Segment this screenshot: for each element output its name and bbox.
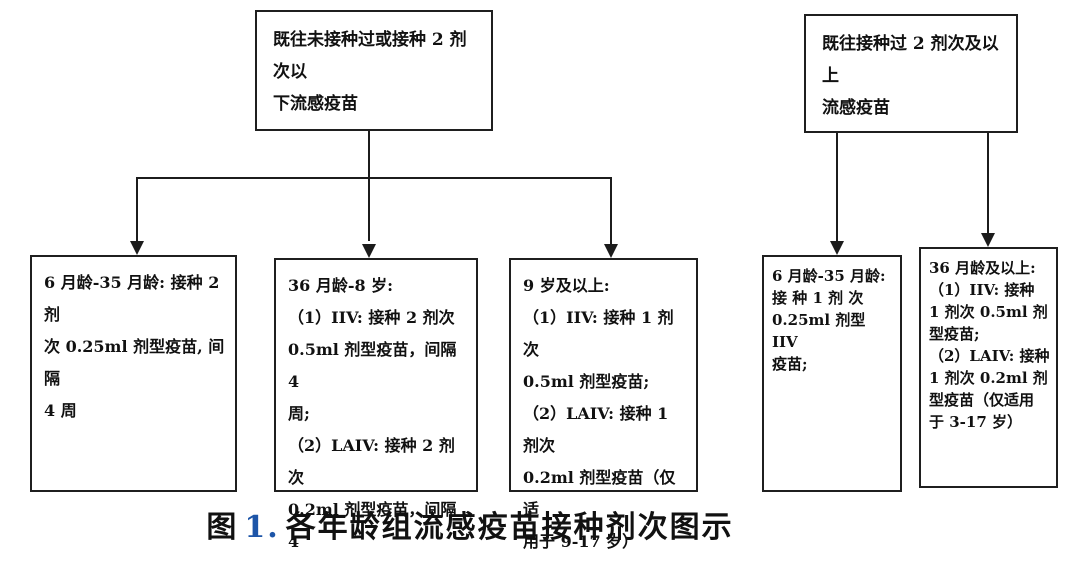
connector-stem-left-parent	[368, 131, 370, 241]
node-age-36m-plus: 36 月龄及以上: （1）IIV: 接种 1 剂次 0.5ml 剂 型疫苗; （…	[919, 247, 1058, 488]
node-text: 6 月龄-35 月龄: 接种 2 剂 次 0.25ml 剂型疫苗, 间隔 4 周	[44, 273, 225, 420]
caption-label: 图	[206, 510, 239, 545]
arrow-down-icon	[362, 244, 376, 258]
node-text: 36 月龄及以上: （1）IIV: 接种 1 剂次 0.5ml 剂 型疫苗; （…	[929, 259, 1050, 431]
caption-number: 1.	[244, 510, 280, 545]
arrow-down-icon	[130, 241, 144, 255]
node-prior-2-or-more-doses: 既往接种过 2 剂次及以上 流感疫苗	[804, 14, 1018, 133]
arrow-down-icon	[981, 233, 995, 247]
node-age-9y-plus: 9 岁及以上: （1）IIV: 接种 1 剂次 0.5ml 剂型疫苗; （2）L…	[509, 258, 698, 551]
node-text: 9 岁及以上: （1）IIV: 接种 1 剂次 0.5ml 剂型疫苗; （2）L…	[523, 276, 676, 551]
node-text: 36 月龄-8 岁: （1）IIV: 接种 2 剂次 0.5ml 剂型疫苗，间隔…	[288, 276, 457, 551]
node-text: 既往接种过 2 剂次及以上 流感疫苗	[822, 34, 999, 118]
connector-drop-right-parent-a	[836, 133, 838, 241]
node-age-6-35m-2dose: 6 月龄-35 月龄: 接种 2 剂 次 0.25ml 剂型疫苗, 间隔 4 周	[30, 255, 237, 492]
arrow-down-icon	[830, 241, 844, 255]
connector-drop-right-parent-b	[987, 133, 989, 233]
connector-drop-left	[136, 177, 138, 241]
arrow-down-icon	[604, 244, 618, 258]
node-prior-under-2-doses: 既往未接种过或接种 2 剂次以 下流感疫苗	[255, 10, 493, 131]
caption-title: 各年龄组流感疫苗接种剂次图示	[285, 510, 734, 545]
connector-rail	[136, 177, 612, 179]
node-age-6-35m-1dose: 6 月龄-35 月龄: 接 种 1 剂 次 0.25ml 剂型 IIV 疫苗;	[762, 255, 902, 492]
node-text: 既往未接种过或接种 2 剂次以 下流感疫苗	[273, 30, 467, 114]
connector-drop-right	[610, 177, 612, 244]
node-age-36m-8y: 36 月龄-8 岁: （1）IIV: 接种 2 剂次 0.5ml 剂型疫苗，间隔…	[274, 258, 478, 551]
node-text: 6 月龄-35 月龄: 接 种 1 剂 次 0.25ml 剂型 IIV 疫苗;	[772, 267, 886, 373]
